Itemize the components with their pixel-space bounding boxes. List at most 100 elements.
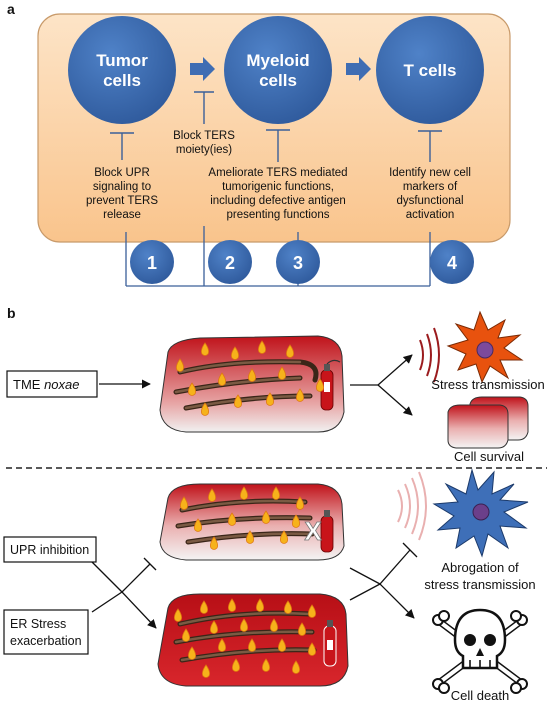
inhibit-bar-1 (110, 132, 134, 160)
flame-icon (218, 638, 226, 652)
stress-signal-waves (419, 327, 440, 383)
intervention-1-line: signaling to (93, 181, 151, 193)
intervention-2-text: Block TERS moiety(ies) (173, 130, 235, 156)
intervention-3-line: including defective antigen (210, 195, 346, 207)
flame-icon (228, 598, 236, 612)
flame-icon (180, 496, 188, 510)
flame-icon (278, 366, 286, 380)
cell-death-label: Cell death (451, 688, 510, 703)
intervention-4-line: activation (406, 209, 455, 221)
flame-icon (256, 598, 264, 612)
t-cells-node (376, 16, 484, 124)
flame-icon (232, 658, 240, 672)
flame-icon (248, 638, 256, 652)
myeloid-cells-label-2: cells (259, 71, 297, 90)
flame-icon (194, 518, 202, 532)
tumor-cells-label-1: Tumor (96, 51, 148, 70)
flame-icon (182, 628, 190, 642)
intervention-2-line: moiety(ies) (176, 144, 232, 156)
er-stress-label-1: ER Stress (10, 617, 66, 631)
number-4-label: 4 (447, 253, 457, 273)
flame-icon (262, 510, 270, 524)
flame-icon (308, 642, 316, 656)
er-stress-box (3, 609, 89, 655)
inhibit-bar-2 (194, 91, 214, 124)
flame-icon (228, 512, 236, 526)
flame-icon (292, 514, 300, 528)
number-2-badge (208, 240, 252, 284)
stress-transmission-label: Stress transmission (431, 377, 544, 392)
right-bowtie (349, 542, 418, 619)
tumor-cells-label-2: cells (103, 71, 141, 90)
intervention-4-line: dysfunctional (396, 195, 463, 207)
flame-icon (270, 618, 278, 632)
dendritic-cell-orange (446, 310, 524, 384)
t-cells-label: T cells (404, 61, 457, 80)
flame-icon (240, 486, 248, 500)
abrogation-label-1: Abrogation of (441, 560, 519, 575)
intervention-1-text: Block UPR signaling to prevent TERS rele… (86, 167, 158, 221)
flame-icon (284, 600, 292, 614)
number-3-label: 3 (293, 253, 303, 273)
intervention-3-line: presenting functions (227, 209, 330, 221)
upr-inhibition-label: UPR inhibition (10, 543, 89, 557)
flame-icon (200, 600, 208, 614)
panel-b-letter: b (7, 305, 16, 321)
flame-icon (296, 496, 304, 510)
flame-icon (188, 646, 196, 660)
flame-icon (266, 392, 274, 406)
arrow-tumor-to-myeloid (190, 57, 215, 81)
intervention-4-line: markers of (403, 181, 458, 193)
intervention-3-line: Ameliorate TERS mediated (208, 167, 347, 179)
flame-icon (298, 622, 306, 636)
flame-icon (262, 658, 270, 672)
er-cell-stressed (159, 335, 345, 433)
abrogation-label-2: stress transmission (424, 577, 535, 592)
tme-noxae-label: TME noxae (13, 377, 79, 392)
intervention-2-line: Block TERS (173, 130, 235, 142)
upr-inhibition-box (3, 536, 97, 563)
inhibit-bar-4 (418, 130, 442, 162)
flame-icon (292, 660, 300, 674)
flame-icon (210, 620, 218, 634)
flame-icon (248, 368, 256, 382)
number-4-badge (430, 240, 474, 284)
myeloid-cells-node (224, 16, 332, 124)
flame-icon (286, 344, 294, 358)
flame-icon (202, 664, 210, 678)
intervention-4-text: Identify new cell markers of dysfunction… (389, 167, 471, 221)
intervention-3-line: tumorigenic functions, (222, 181, 334, 193)
left-bowtie (91, 557, 157, 629)
intervention-4-line: Identify new cell (389, 167, 471, 179)
cell-survival-label: Cell survival (454, 449, 524, 464)
flame-icon (188, 382, 196, 396)
number-2-label: 2 (225, 253, 235, 273)
er-cell-inhibited: X (159, 483, 345, 561)
intervention-1-line: prevent TERS (86, 195, 158, 207)
number-1-badge (130, 240, 174, 284)
number-3-badge (276, 240, 320, 284)
top-outcome-arrows (350, 354, 413, 416)
flame-icon (201, 402, 209, 416)
flame-icon (296, 388, 304, 402)
er-stress-label-2: exacerbation (10, 634, 82, 648)
myeloid-cells-label-1: Myeloid (246, 51, 309, 70)
flame-icon (278, 638, 286, 652)
flame-icon (258, 340, 266, 354)
flame-icon (210, 536, 218, 550)
flame-icon (174, 608, 182, 622)
flame-icon (246, 530, 254, 544)
intervention-1-line: release (103, 209, 141, 221)
intervention-3-text: Ameliorate TERS mediated tumorigenic fun… (208, 167, 347, 221)
dendritic-cell-blue (432, 468, 529, 558)
surviving-cells (447, 396, 529, 449)
svg-text:X: X (304, 516, 322, 546)
inhibit-bar-3 (266, 129, 290, 162)
flame-icon (234, 394, 242, 408)
abrogated-signal-waves (397, 471, 427, 541)
flame-icon (316, 378, 324, 392)
intervention-1-line: Block UPR (94, 167, 150, 179)
tumor-cells-node (68, 16, 176, 124)
skull-crossbones-icon (432, 608, 528, 694)
